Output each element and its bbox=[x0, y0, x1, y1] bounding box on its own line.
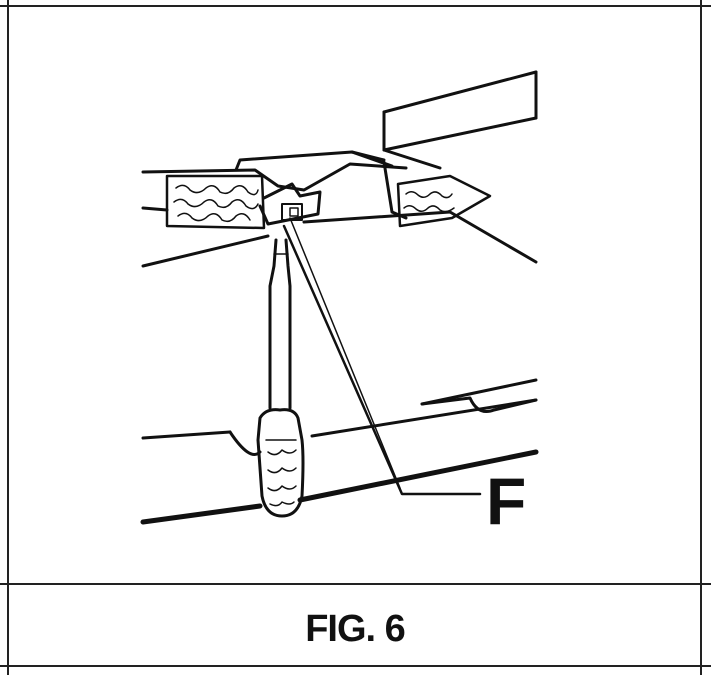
hood-underside bbox=[140, 210, 539, 525]
screwdriver-icon bbox=[256, 238, 305, 518]
callout-label-f: F bbox=[486, 464, 527, 538]
callout-leader bbox=[282, 217, 482, 496]
installation-illustration bbox=[140, 70, 539, 525]
hood-body bbox=[382, 70, 538, 170]
figure-caption: FIG. 6 bbox=[305, 608, 406, 650]
filter-panel-icon bbox=[141, 150, 492, 230]
